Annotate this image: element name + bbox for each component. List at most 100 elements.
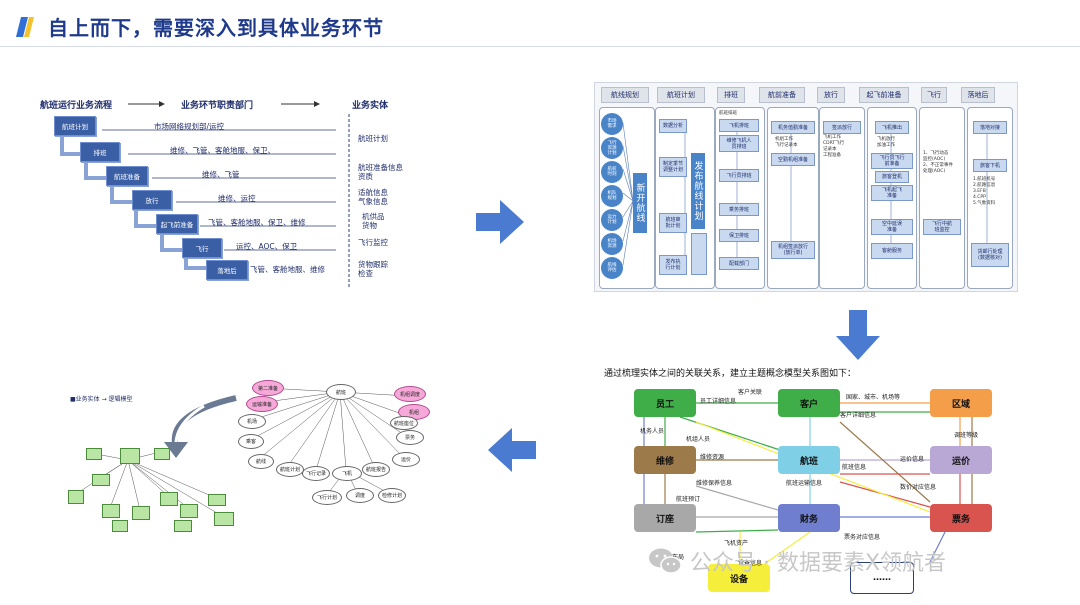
swimlane-tab: 起飞前准备 bbox=[859, 87, 909, 103]
entity-ellipse: 检修计划 bbox=[378, 488, 406, 503]
source-node: 飞行 资源 计划 bbox=[601, 137, 623, 159]
swimlane-tab: 飞行 bbox=[921, 87, 947, 103]
landing-item: 货邮行处理 (数据核对) bbox=[971, 243, 1009, 267]
note-text: 飞机放行 加油工作 bbox=[877, 137, 895, 148]
model-table bbox=[180, 504, 198, 518]
entity-ellipse: 航班计划 bbox=[276, 462, 304, 477]
process-connectors bbox=[60, 101, 350, 288]
source-node: 运力 计划 bbox=[601, 209, 623, 231]
entity-equipment: 设备 bbox=[708, 564, 770, 592]
department-label: 维修、运控 bbox=[218, 194, 256, 203]
schedule-item: 配载部门 bbox=[719, 257, 759, 270]
swimlane-diagram: 航线规划 航班计划 排班 航前准备 放行 起飞前准备 飞行 落地后 市场 需求 … bbox=[594, 82, 1018, 292]
entity-ticketing: 票务 bbox=[930, 504, 992, 532]
takeoff-item: 旅客登机 bbox=[875, 171, 909, 183]
takeoff-item: 飞机推出 bbox=[875, 121, 909, 134]
preparation-item: 空勤机组准备 bbox=[771, 153, 815, 166]
title-divider bbox=[0, 46, 1080, 47]
note-text: 飞机工作 CDRT飞行 记录本 工程准备 bbox=[823, 135, 845, 158]
relation-label: 维修保养信息 bbox=[696, 480, 733, 487]
entity-fare: 运价 bbox=[930, 446, 992, 474]
department-label: 市场网络规划部/运控 bbox=[154, 122, 225, 131]
entity-ellipse: 机组调度 bbox=[394, 386, 426, 402]
entity-ellipse: 运输准备 bbox=[246, 396, 278, 412]
title-bar: 自上而下，需要深入到具体业务环节 bbox=[0, 0, 1080, 52]
model-table bbox=[160, 492, 178, 506]
swimlane-tab: 排班 bbox=[717, 87, 745, 103]
entity-ellipse: 第二准备 bbox=[252, 380, 284, 396]
arrow-right-icon bbox=[476, 200, 524, 244]
preparation-item: 机务值勤准备 bbox=[771, 121, 815, 134]
entity-ellipse: 票务 bbox=[396, 430, 424, 445]
entity-more: …… bbox=[850, 562, 914, 594]
relation-label: 客户详细信息 bbox=[840, 412, 877, 419]
relation-label: 维修资源 bbox=[700, 454, 725, 461]
model-table bbox=[214, 512, 234, 526]
entity-ellipse: 航班报告 bbox=[362, 462, 390, 477]
model-table bbox=[132, 506, 150, 520]
flight-item: 飞行中航 班监控 bbox=[923, 219, 961, 235]
source-node: 机场 资源 bbox=[601, 233, 623, 255]
relation-label: 票务对应信息 bbox=[844, 534, 881, 541]
entity-flight: 航班 bbox=[778, 446, 840, 474]
concept-model-title: 通过梳理实体之间的关联关系，建立主题概念模型关系图如下： bbox=[604, 369, 857, 379]
source-node: 市场 需求 bbox=[601, 113, 623, 135]
arrow-left-icon bbox=[488, 428, 536, 472]
relation-label: 客户关联 bbox=[738, 389, 763, 396]
swimlane-tab: 放行 bbox=[817, 87, 845, 103]
entity-region: 区域 bbox=[930, 389, 992, 417]
takeoff-item: 客舱服务 bbox=[871, 243, 913, 259]
entity-ellipse: 航线 bbox=[248, 454, 274, 469]
relation-label: 调班等级 bbox=[954, 432, 979, 439]
schedule-item: 飞行员排班 bbox=[719, 169, 759, 182]
schedule-item: 维修飞机人 员排班 bbox=[719, 135, 759, 152]
swimlane-tab: 航班计划 bbox=[657, 87, 705, 103]
model-table bbox=[68, 490, 84, 504]
entity-label: 适航信息 气象信息 bbox=[358, 188, 388, 206]
swimlane-tab: 落地后 bbox=[961, 87, 995, 103]
model-table bbox=[92, 474, 110, 486]
entity-ellipse: 航班座位 bbox=[390, 416, 418, 430]
entity-header: 业务实体 bbox=[352, 101, 389, 111]
entity-ellipse: 航班 bbox=[326, 384, 356, 400]
takeoff-item: 飞行员飞行 前准备 bbox=[871, 153, 913, 169]
plan-item bbox=[691, 233, 707, 275]
page-title: 自上而下，需要深入到具体业务环节 bbox=[48, 16, 384, 40]
swimlane-tab: 航线规划 bbox=[601, 87, 649, 103]
title-mark-icon bbox=[16, 17, 34, 37]
process-step: 航班准备 bbox=[106, 166, 148, 186]
relation-label: 航班信息 bbox=[842, 464, 867, 471]
department-label: 飞管、客舱地服、维修 bbox=[250, 265, 325, 274]
entity-ellipse: 运价 bbox=[392, 452, 420, 467]
preparation-item: 机组签派放行 (放行单) bbox=[771, 241, 815, 259]
swimlane-column bbox=[819, 107, 865, 289]
department-label: 维修、飞管、客舱地服、保卫、 bbox=[170, 146, 275, 155]
landing-item: 旅客下机 bbox=[973, 159, 1007, 172]
concept-model: 通过梳理实体之间的关联关系，建立主题概念模型关系图如下： bbox=[600, 362, 1010, 600]
model-table bbox=[174, 520, 192, 532]
process-step: 飞行 bbox=[182, 238, 222, 258]
source-node: 航线 评估 bbox=[601, 257, 623, 279]
relation-label: 数价对应信息 bbox=[900, 484, 937, 491]
entity-maintenance: 维修 bbox=[634, 446, 696, 474]
relation-label: 飞机资产 bbox=[724, 540, 749, 547]
model-table bbox=[112, 520, 128, 532]
note-text: 1、飞行动态 监控(AOC) 2、不正常事件 处理(AOC) bbox=[923, 151, 953, 174]
department-label: 飞管、客舱地服、保卫、维修 bbox=[208, 218, 306, 227]
entity-ellipse: 调度 bbox=[346, 488, 374, 503]
process-step: 落地后 bbox=[206, 260, 248, 280]
department-label: 运控、AOC、保卫 bbox=[236, 242, 298, 251]
watermark-text: 公众号 · 数据要素X领航者 bbox=[690, 551, 947, 576]
model-table bbox=[102, 504, 120, 518]
model-table bbox=[86, 448, 102, 460]
publish-plan-label: 发布航线计划 bbox=[691, 153, 705, 229]
entity-customer: 客户 bbox=[778, 389, 840, 417]
watermark: 公众号 · 数据要素X领航者 bbox=[648, 536, 946, 586]
plan-item: 制定季节 调整计划 bbox=[659, 157, 687, 177]
swimlane-column bbox=[919, 107, 965, 289]
landing-item: 落地对接 bbox=[973, 121, 1007, 134]
schedule-item: 保卫排班 bbox=[719, 229, 759, 242]
entity-employee: 员工 bbox=[634, 389, 696, 417]
model-table bbox=[208, 494, 226, 506]
source-node: 航权 时刻 bbox=[601, 161, 623, 183]
